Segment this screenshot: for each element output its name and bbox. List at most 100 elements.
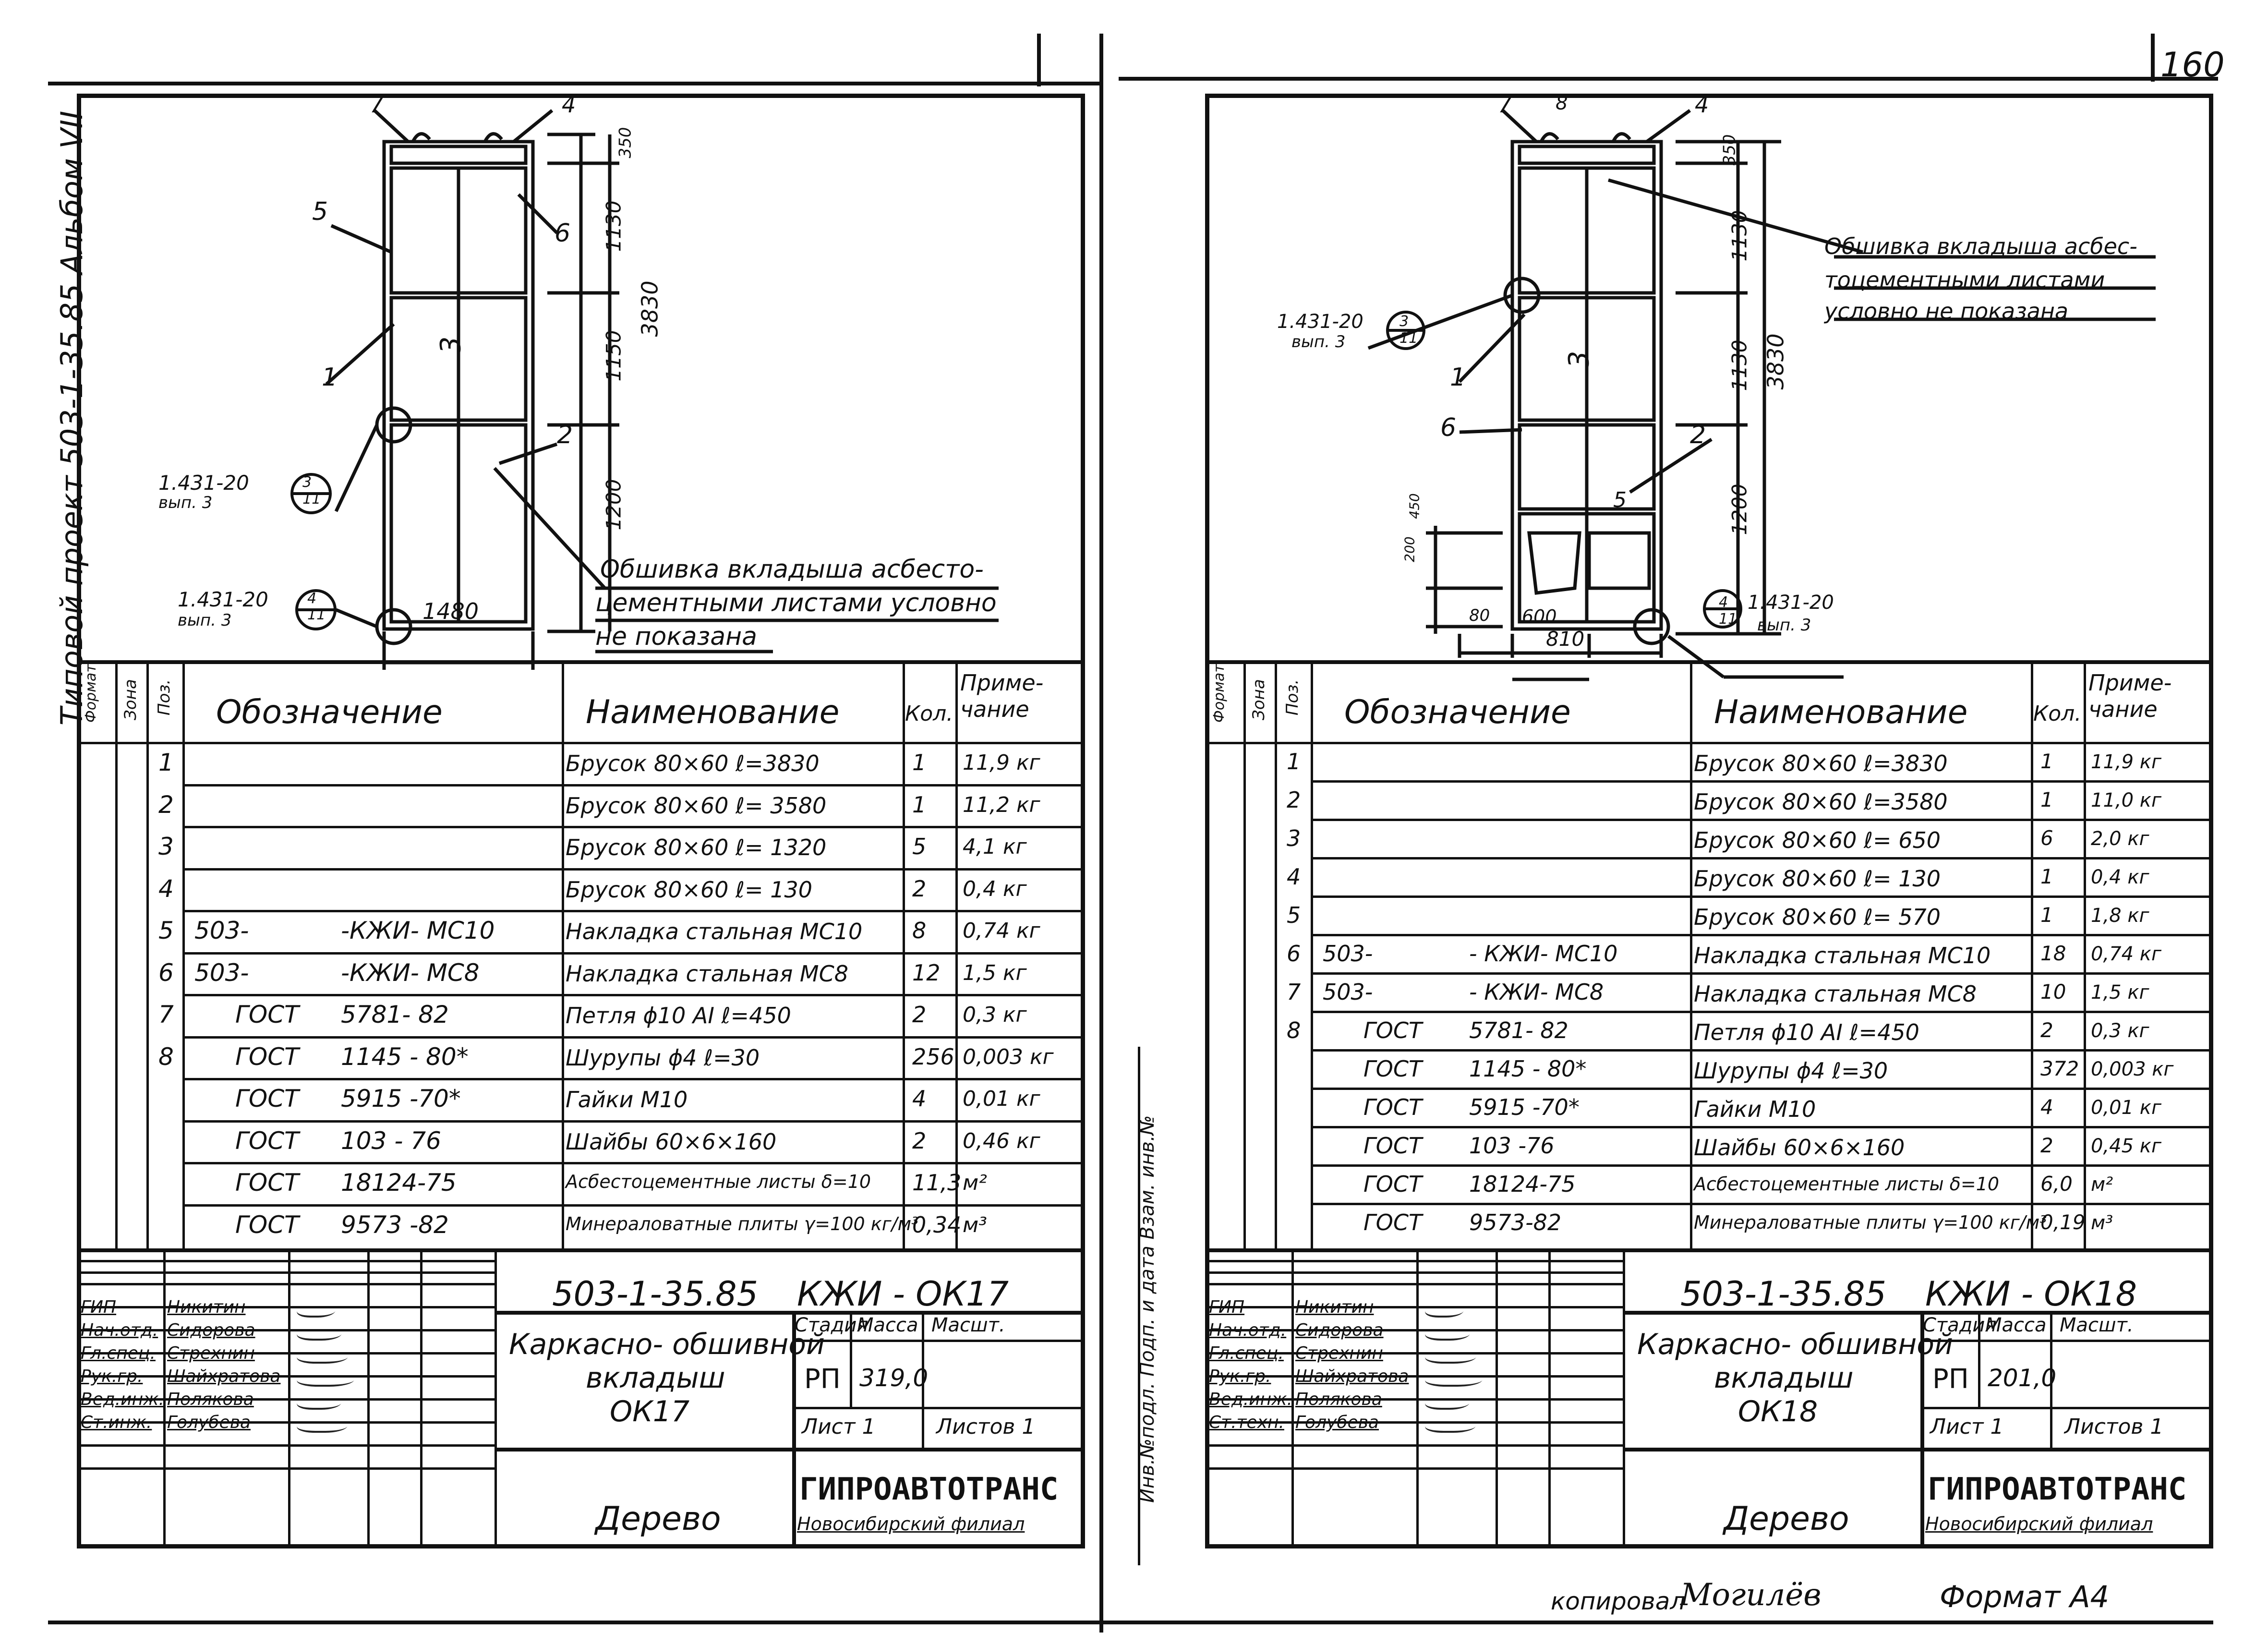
format-label: Формат А4 bbox=[1940, 1579, 2110, 1614]
tb-role: Гл.спец. bbox=[1209, 1343, 1284, 1363]
spec-cell-name: Гайки М10 bbox=[566, 1087, 688, 1113]
spec-col-line bbox=[182, 660, 185, 1248]
dim2-width: 810 bbox=[1546, 627, 1585, 651]
spec-cell-qty: 1 bbox=[2040, 865, 2053, 888]
spec-cell-qty: 2 bbox=[912, 1002, 927, 1028]
spec-cell-pos: 1 bbox=[158, 749, 174, 776]
sheet-ok18 bbox=[1205, 94, 2213, 1548]
spec-cell-note: 1,5 кг bbox=[963, 960, 1027, 985]
tb-name: Сидорова bbox=[1295, 1320, 1384, 1340]
spec-cell-designation-a: ГОСТ bbox=[235, 1169, 299, 1197]
spec-header-designation: Обозначение bbox=[216, 693, 443, 731]
spec-row-line bbox=[1311, 1203, 2213, 1205]
spec-cell-designation-a: ГОСТ bbox=[1363, 1210, 1423, 1235]
tb-sheets: Листов 1 bbox=[2064, 1415, 2164, 1439]
spec-cell-qty: 12 bbox=[912, 959, 941, 986]
tb-title-3: ОК18 bbox=[1738, 1395, 1818, 1428]
copied-by-label: копировал bbox=[1551, 1587, 1686, 1615]
tb-role: ГИП bbox=[1209, 1297, 1245, 1317]
tb-name: Полякова bbox=[167, 1390, 254, 1409]
tb-sheet: Лист 1 bbox=[1930, 1415, 2004, 1439]
tb-role: Вед.инж. bbox=[81, 1390, 164, 1409]
tb-grid-col bbox=[288, 1248, 290, 1546]
tb-sheet: Лист 1 bbox=[802, 1415, 876, 1439]
spec-row-line bbox=[182, 784, 1085, 786]
tb-grid-col bbox=[495, 1248, 497, 1546]
ref-circles-2 bbox=[1386, 311, 1742, 629]
spec-header-zone: Зона bbox=[121, 679, 140, 720]
ref2-4-num: 4 bbox=[1719, 594, 1728, 611]
spec-cell-pos: 3 bbox=[1287, 825, 1301, 851]
tb-line-material bbox=[1623, 1448, 2213, 1451]
spec-cell-designation-a: ГОСТ bbox=[235, 1126, 299, 1155]
callout-1: 1 bbox=[322, 363, 338, 392]
ref2-3-label: 1.431-20 bbox=[1277, 311, 1363, 333]
spec-row-line bbox=[1311, 1049, 2213, 1052]
spec-cell-qty: 5 bbox=[912, 834, 927, 859]
spec-cell-designation-b: - КЖИ- МС8 bbox=[1469, 979, 1604, 1005]
dim2-w-a: 80 bbox=[1469, 606, 1490, 625]
callout2-8: 8 bbox=[1556, 92, 1568, 114]
callout-4: 4 bbox=[562, 92, 576, 118]
spec-cell-note: 0,46 кг bbox=[963, 1128, 1040, 1153]
callout-6: 6 bbox=[555, 219, 571, 248]
spec-header-format: Формат bbox=[1211, 664, 1228, 723]
spec-row-line bbox=[182, 952, 1085, 955]
spec-cell-name: Петля ϕ10 АI ℓ=450 bbox=[566, 1003, 791, 1028]
spec-cell-designation-a: 503- bbox=[1323, 979, 1373, 1005]
note-line-1: Обшивка вкладыша асбесто- bbox=[600, 555, 984, 584]
spec-cell-designation-a: ГОСТ bbox=[1363, 1094, 1423, 1120]
tb-grid-line bbox=[1205, 1467, 1623, 1470]
tb-name: Шайхратова bbox=[1295, 1367, 1409, 1386]
tb-stage: РП bbox=[1932, 1364, 1969, 1395]
spec-cell-pos: 6 bbox=[158, 958, 174, 987]
ref2-3-num: 3 bbox=[1399, 313, 1409, 330]
right-side-text: Инв.№подл. Подп. и дата Взам. инв.№ bbox=[1136, 1115, 1158, 1503]
note2-line-2: тоцементными листами bbox=[1824, 267, 2105, 293]
spec-col-line bbox=[1243, 660, 1246, 1248]
spec-cell-pos: 5 bbox=[158, 917, 174, 944]
spec-cell-designation-b: - КЖИ- МС10 bbox=[1469, 941, 1618, 967]
tb-project: 503-1-35.85 bbox=[1680, 1274, 1887, 1314]
tb-line-stage bbox=[792, 1340, 1085, 1342]
tb-grid-col bbox=[1623, 1248, 1625, 1546]
spec-cell-designation-b: 5781- 82 bbox=[341, 1001, 449, 1028]
tb-sheets: Листов 1 bbox=[936, 1415, 1036, 1439]
spec-cell-name: Гайки М10 bbox=[1694, 1096, 1816, 1122]
spec-header-line bbox=[77, 742, 1085, 744]
tb-org-sub: Новосибирский филиал bbox=[797, 1513, 1025, 1535]
tb-grid-line bbox=[77, 1444, 495, 1447]
spec-cell-name: Шурупы ϕ4 ℓ=30 bbox=[566, 1044, 760, 1071]
spec-cell-note: 0,003 кг bbox=[2091, 1058, 2174, 1080]
tb-mass-label: Масса bbox=[1985, 1314, 2047, 1336]
spec-row-line bbox=[182, 868, 1085, 871]
tb-col-info bbox=[792, 1311, 796, 1546]
ref-4-num: 4 bbox=[307, 590, 317, 607]
spec-cell-qty: 0,19 bbox=[2040, 1210, 2086, 1234]
spec-cell-qty: 2 bbox=[912, 1127, 927, 1154]
spec-cell-designation-a: ГОСТ bbox=[1363, 1171, 1423, 1197]
sheet-ok17 bbox=[77, 94, 1085, 1548]
top-tick-right bbox=[2151, 34, 2155, 82]
spec-cell-designation-b: 103 - 76 bbox=[341, 1126, 441, 1155]
spec-cell-name: Асбестоцементные листы δ=10 bbox=[1694, 1173, 2000, 1195]
tb-line-sheet bbox=[1920, 1407, 2213, 1409]
spec-cell-name: Накладка стальная МС8 bbox=[566, 960, 848, 987]
spec-cell-designation-a: ГОСТ bbox=[235, 1001, 299, 1028]
spec-header-qty: Кол. bbox=[2033, 702, 2082, 726]
tb-role: Гл.спец. bbox=[81, 1343, 156, 1363]
tb-mass-label: Масса bbox=[857, 1314, 918, 1336]
tb-grid-line bbox=[77, 1467, 495, 1470]
top-tick-left bbox=[1037, 34, 1041, 86]
callout-5: 5 bbox=[312, 197, 328, 226]
spec-cell-designation-b: -КЖИ- МС8 bbox=[341, 958, 480, 987]
tb-grid-line bbox=[77, 1421, 495, 1424]
spec-col-line bbox=[1311, 660, 1313, 1248]
spec-cell-name: Брусок 80×60 ℓ=3830 bbox=[566, 750, 820, 776]
tb-grid-line bbox=[1205, 1398, 1623, 1401]
tb-grid-line bbox=[77, 1329, 495, 1331]
tb-grid-line bbox=[77, 1271, 495, 1274]
spec-cell-qty: 1 bbox=[912, 750, 927, 775]
spec-cell-note: 1,5 кг bbox=[2091, 981, 2149, 1004]
spec-header-qty: Кол. bbox=[905, 702, 953, 726]
